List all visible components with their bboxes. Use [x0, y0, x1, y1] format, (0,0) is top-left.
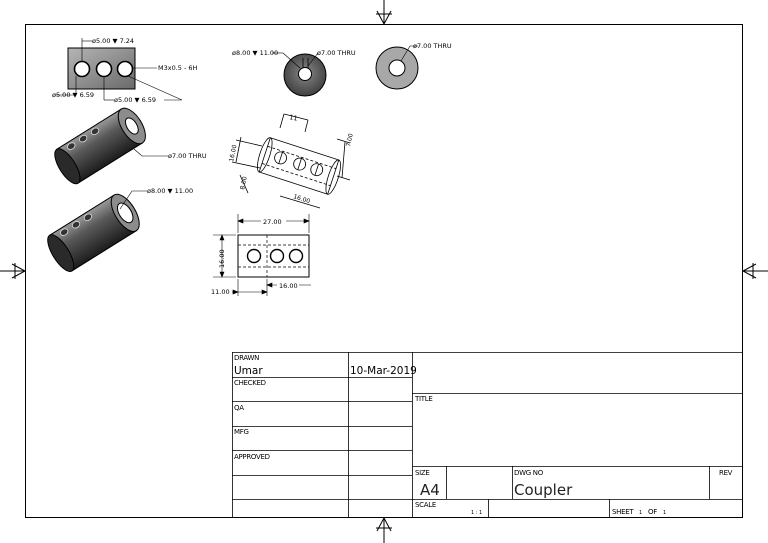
sheet-label: SHEET	[612, 508, 634, 516]
front-view: 27.00 16.00 16.00 11.00	[211, 214, 311, 296]
dim-thread: M3x0.5 - 6H	[158, 64, 198, 72]
sheet-total: 1	[663, 510, 666, 516]
size-label: SIZE	[415, 469, 430, 477]
scale-value: 1 : 1	[471, 510, 482, 516]
size-value: A4	[420, 481, 440, 499]
dim-front-16h: 16.00	[218, 249, 226, 268]
dim-iso-bore: ø8.00 ▼ 11.00	[147, 187, 193, 195]
title-label: TITLE	[414, 395, 432, 403]
dim-iso-16b: 16.00	[292, 193, 311, 205]
dwg-no-label: DWG NO	[514, 469, 544, 477]
centering-arrow-right-icon	[741, 263, 768, 279]
centering-arrow-left-icon	[0, 263, 27, 279]
dim-bore-thru-a: ø7.00 THRU	[317, 49, 356, 57]
drawn-label: DRAWN	[234, 354, 259, 362]
sheet-num: 1	[639, 510, 642, 516]
dim-bore-big: ø8.00 ▼ 11.00	[232, 49, 278, 57]
dim-hole-right: ø5.00 ▼ 6.59	[114, 96, 156, 104]
dim-iso-thru: ø7.00 THRU	[168, 152, 207, 160]
dim-iso-16: 16.00	[228, 144, 238, 162]
checked-label: CHECKED	[234, 379, 266, 387]
qa-label: QA	[234, 404, 244, 412]
title-block	[232, 352, 742, 517]
end-view-thru: ø7.00 THRU	[375, 42, 452, 90]
of-label: OF	[648, 508, 657, 516]
dim-iso-8: 8.00	[239, 176, 249, 191]
drawn-by: Umar	[234, 365, 263, 377]
iso-cylinder-bore: ø8.00 ▼ 11.00	[47, 187, 193, 272]
drawn-date: 10-Mar-2019	[350, 365, 417, 377]
iso-wireframe-view	[231, 113, 351, 209]
dim-bore-thru-b: ø7.00 THRU	[413, 42, 452, 50]
dim-front-11: 11.00	[211, 288, 230, 296]
rev-label: REV	[719, 469, 733, 477]
centering-arrow-top-icon	[376, 0, 392, 26]
centering-arrow-bottom-icon	[376, 516, 392, 543]
iso-cylinder-thru: ø7.00 THRU	[54, 107, 207, 185]
dim-hole-left: ø5.00 ▼ 6.59	[52, 91, 94, 99]
scale-label: SCALE	[415, 501, 436, 509]
approved-label: APPROVED	[234, 453, 270, 461]
top-view: ø5.00 ▼ 7.24 M3x0.5 - 6H ø5.00 ▼ 6.59 ø5…	[52, 37, 198, 104]
mfg-label: MFG	[234, 428, 249, 436]
dim-front-16w: 16.00	[279, 282, 298, 290]
title-block-text: DRAWN Umar 10-Mar-2019 CHECKED QA MFG AP…	[234, 354, 733, 516]
dwg-no-value: Coupler	[514, 481, 573, 499]
dim-hole-top: ø5.00 ▼ 7.24	[92, 37, 134, 45]
end-view-bore: ø8.00 ▼ 11.00 ø7.00 THRU	[232, 49, 356, 97]
dim-iso-7: 7.00	[345, 133, 355, 148]
dim-iso-11: 11	[289, 113, 299, 123]
dim-front-27: 27.00	[263, 218, 282, 226]
